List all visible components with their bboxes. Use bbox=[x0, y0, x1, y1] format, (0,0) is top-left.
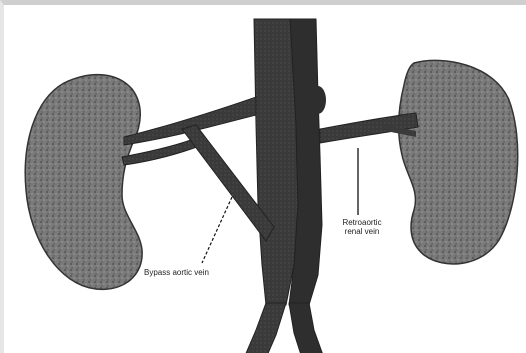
left-kidney bbox=[25, 75, 142, 290]
retroaortic-label-line2: renal vein bbox=[322, 227, 402, 236]
bypass-pointer-line bbox=[202, 197, 232, 263]
right-iliac-branch bbox=[289, 303, 324, 353]
bypass-aortic-vein-label: Bypass aortic vein bbox=[144, 268, 209, 277]
retroaortic-renal-vein-label: Retroaortic renal vein bbox=[322, 218, 402, 236]
retroaortic-label-line1: Retroaortic bbox=[322, 218, 402, 227]
aortic-bulge bbox=[310, 86, 326, 114]
right-kidney bbox=[399, 60, 518, 264]
inferior-vena-cava bbox=[254, 19, 298, 305]
kidney-vessel-illustration bbox=[4, 5, 526, 353]
left-iliac-branch bbox=[244, 303, 286, 353]
